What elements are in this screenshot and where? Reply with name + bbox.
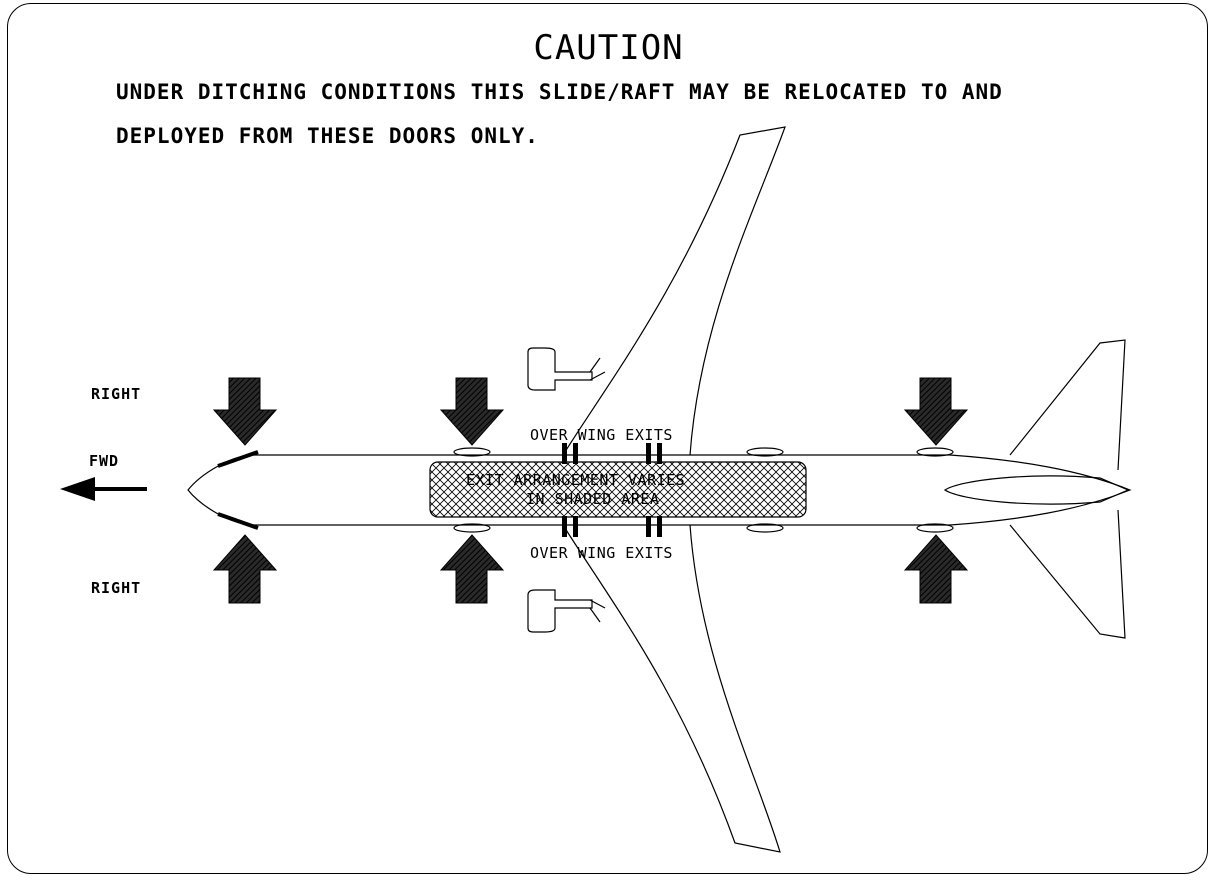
door-marker [916, 523, 954, 533]
caution-text-line2: DEPLOYED FROM THESE DOORS ONLY. [116, 124, 539, 148]
door-marker [453, 523, 491, 533]
shaded-area-note-line1: EXIT ARRANGEMENT VARIES [466, 471, 686, 489]
forward-label: FWD [89, 452, 120, 470]
lower-wing [562, 524, 781, 853]
right-side-label-bottom: RIGHT [91, 579, 142, 597]
placard-border [7, 3, 1208, 874]
upper-engine [527, 347, 593, 391]
caution-title: CAUTION [533, 28, 684, 68]
forward-door-bottom [217, 512, 259, 530]
door-marker [746, 523, 784, 533]
over-wing-exits-label-top: OVER WING EXITS [530, 426, 673, 444]
door-marker [453, 447, 491, 457]
vertical-fin [943, 475, 1130, 505]
down-arrow-icon [903, 377, 969, 446]
upper-wing [562, 126, 786, 456]
up-arrow-icon [439, 534, 505, 604]
lower-stabilizer [1009, 509, 1126, 639]
left-arrow-icon [60, 477, 147, 501]
door-marker [916, 447, 954, 457]
caution-text-line1: UNDER DITCHING CONDITIONS THIS SLIDE/RAF… [116, 80, 1003, 104]
lower-engine [527, 589, 593, 633]
over-wing-exits-label-bottom: OVER WING EXITS [530, 544, 673, 562]
fuselage [187, 454, 1132, 526]
forward-door-top [217, 450, 259, 468]
shaded-exit-area [429, 461, 807, 518]
down-arrow-icon [439, 377, 505, 446]
shaded-area-note-line2: IN SHADED AREA [526, 490, 660, 508]
down-arrow-icon [212, 377, 278, 446]
up-arrow-icon [903, 534, 969, 604]
upper-stabilizer [1009, 339, 1126, 471]
door-marker [746, 447, 784, 457]
over-wing-exit-bars [562, 443, 662, 537]
up-arrow-icon [212, 534, 278, 604]
right-side-label-top: RIGHT [91, 385, 142, 403]
